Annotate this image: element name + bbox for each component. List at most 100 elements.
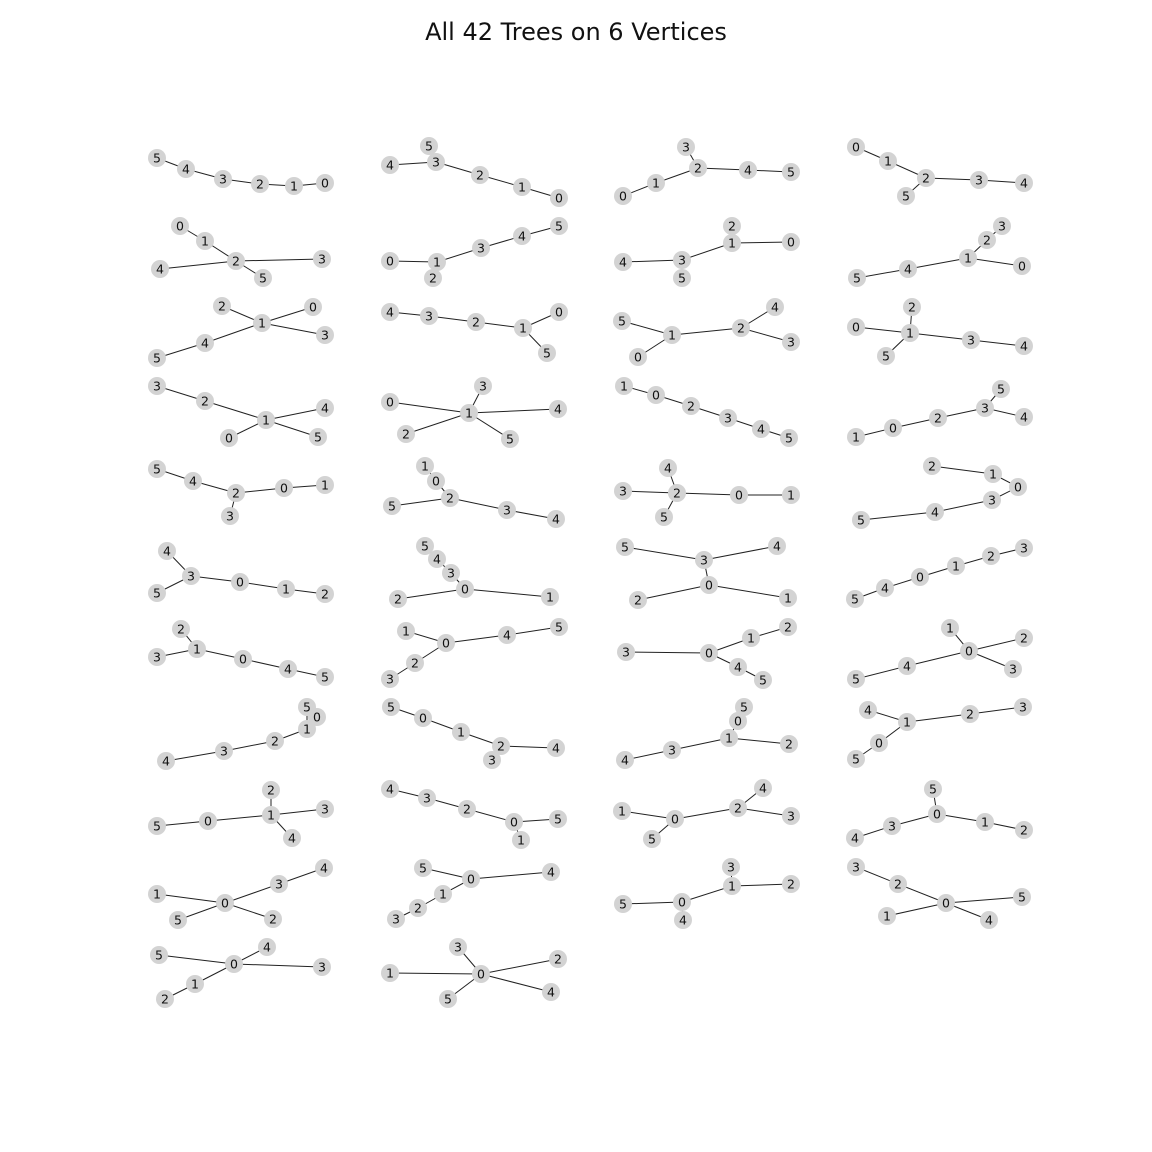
tree-node bbox=[434, 885, 452, 903]
tree-edge bbox=[224, 883, 280, 904]
tree-edge bbox=[967, 257, 1023, 267]
tree-edge bbox=[622, 490, 678, 494]
tree-edge bbox=[909, 332, 972, 341]
tree-node bbox=[231, 573, 249, 591]
tree-node bbox=[409, 899, 427, 917]
tree-edge bbox=[968, 637, 1025, 652]
tree-node bbox=[513, 178, 531, 196]
tree-edge bbox=[270, 808, 326, 816]
node-label: 4 bbox=[201, 336, 209, 351]
tree-node bbox=[663, 326, 681, 344]
tree-edge bbox=[233, 963, 323, 968]
node-label: 5 bbox=[852, 752, 860, 767]
tree-node bbox=[381, 156, 399, 174]
node-label: 1 bbox=[258, 316, 266, 331]
node-label: 1 bbox=[981, 815, 989, 830]
tree-node bbox=[171, 217, 189, 235]
node-label: 3 bbox=[392, 912, 400, 927]
tree-edge bbox=[731, 241, 792, 244]
node-label: 4 bbox=[284, 662, 292, 677]
node-label: 3 bbox=[423, 791, 431, 806]
node-label: 2 bbox=[232, 486, 240, 501]
tree-node bbox=[700, 644, 718, 662]
node-label: 4 bbox=[734, 660, 742, 675]
tree-edge bbox=[265, 419, 319, 438]
tree-edge bbox=[625, 651, 710, 654]
node-label: 1 bbox=[290, 179, 298, 194]
tree-node bbox=[666, 810, 684, 828]
tree-edge bbox=[156, 893, 226, 904]
node-label: 5 bbox=[388, 499, 396, 514]
node-label: 1 bbox=[153, 887, 161, 902]
node-label: 5 bbox=[759, 673, 767, 688]
tree-edge bbox=[622, 259, 683, 263]
tree-edge bbox=[906, 650, 970, 667]
tree-node bbox=[852, 511, 870, 529]
node-label: 0 bbox=[239, 652, 247, 667]
node-label: 2 bbox=[161, 992, 169, 1007]
tree-node bbox=[700, 576, 718, 594]
tree-node bbox=[186, 975, 204, 993]
tree-node bbox=[387, 910, 405, 928]
tree-edge bbox=[165, 750, 225, 762]
node-label: 0 bbox=[221, 896, 229, 911]
node-label: 0 bbox=[705, 646, 713, 661]
node-label: 2 bbox=[983, 233, 991, 248]
node-label: 0 bbox=[280, 481, 288, 496]
tree-node bbox=[754, 779, 772, 797]
tree-node bbox=[148, 648, 166, 666]
tree-node bbox=[682, 397, 700, 415]
tree-node bbox=[937, 894, 955, 912]
tree-node bbox=[846, 590, 864, 608]
node-label: 4 bbox=[386, 158, 394, 173]
node-label: 2 bbox=[728, 219, 736, 234]
node-label: 2 bbox=[411, 656, 419, 671]
node-label: 3 bbox=[1009, 662, 1017, 677]
tree-node bbox=[655, 508, 673, 526]
node-label: 5 bbox=[787, 165, 795, 180]
node-label: 4 bbox=[547, 985, 555, 1000]
node-label: 0 bbox=[787, 235, 795, 250]
tree-node bbox=[947, 557, 965, 575]
node-label: 3 bbox=[318, 960, 326, 975]
tree-node bbox=[381, 780, 399, 798]
tree-node bbox=[722, 858, 740, 876]
tree-edge bbox=[671, 327, 742, 336]
tree-node bbox=[859, 701, 877, 719]
tree-edge bbox=[389, 972, 482, 975]
node-label: 3 bbox=[787, 335, 795, 350]
node-label: 1 bbox=[518, 180, 526, 195]
node-label: 3 bbox=[447, 566, 455, 581]
node-label: 3 bbox=[619, 484, 627, 499]
tree-node bbox=[643, 830, 661, 848]
tree-node bbox=[1015, 408, 1033, 426]
tree-node bbox=[993, 217, 1011, 235]
tree-edge bbox=[389, 401, 470, 414]
node-label: 1 bbox=[402, 624, 410, 639]
node-label: 0 bbox=[477, 967, 485, 982]
tree-node bbox=[542, 863, 560, 881]
tree-node bbox=[471, 166, 489, 184]
node-label: 1 bbox=[903, 715, 911, 730]
node-label: 3 bbox=[321, 328, 329, 343]
tree-node bbox=[929, 409, 947, 427]
node-label: 3 bbox=[888, 819, 896, 834]
tree-edge bbox=[886, 902, 947, 917]
tree-node bbox=[416, 537, 434, 555]
node-label: 0 bbox=[225, 431, 233, 446]
tree-node bbox=[766, 298, 784, 316]
node-label: 1 bbox=[946, 621, 954, 636]
node-label: 4 bbox=[503, 628, 511, 643]
tree-node bbox=[984, 465, 1002, 483]
tree-node bbox=[898, 657, 916, 675]
node-label: 5 bbox=[419, 861, 427, 876]
tree-node bbox=[172, 620, 190, 638]
tree-node bbox=[614, 253, 632, 271]
